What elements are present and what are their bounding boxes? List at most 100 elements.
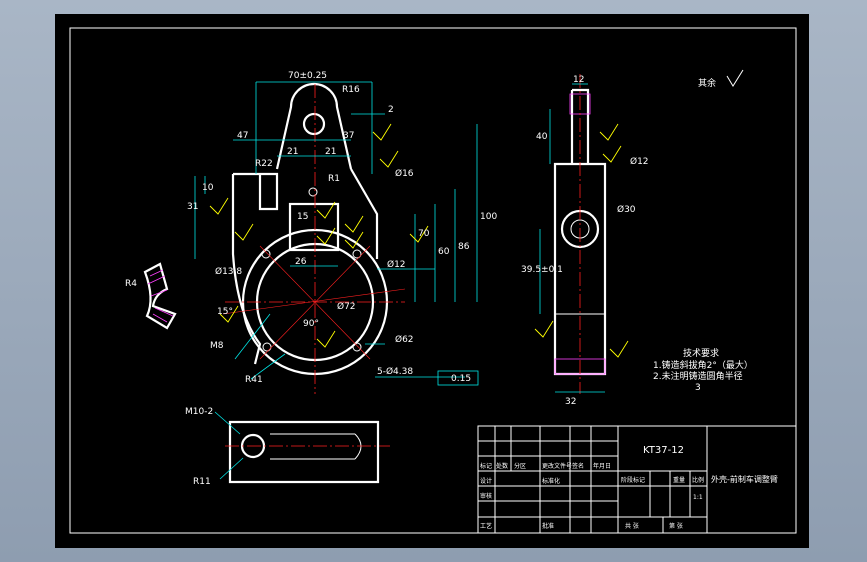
dim-holes: 5-Ø4.38 [377,366,413,377]
dim-37: 37 [343,131,354,141]
mount-hole [262,342,272,352]
roughness-symbol [534,320,554,338]
dim-bore62: Ø62 [395,334,414,345]
surface-finish-note: 其余 [698,77,716,89]
tb-sheet-total: 共 张 [625,522,639,530]
dim-side-39-5: 39.5±0.1 [521,265,563,275]
dim-r1: R1 [328,174,340,184]
roughness-symbol [344,215,364,233]
leader-r41 [250,353,286,380]
tb-sheet-no: 第 张 [669,522,683,530]
dim-31: 31 [187,202,198,212]
part-name: 外壳-前制车调整臂 [711,474,778,484]
lug-hole [302,112,326,136]
mount-hole [352,249,362,259]
leader-r11 [219,457,244,480]
roughness-symbol [372,123,392,141]
tb-standard: 标准化 [542,477,560,485]
dim-angle15: 15° [217,307,233,317]
title-block: KT37-12 外壳-前制车调整臂 标记 处数 分区 更改文件号 签名 年月日 … [477,425,797,534]
dim-r11: R11 [193,477,211,487]
dim-70v: 70 [418,229,430,239]
roughness-symbol [599,123,619,141]
center-window [288,202,340,252]
tb-stage: 阶段标记 [621,476,645,484]
left-body-edge [231,174,262,365]
dim-21a: 21 [287,147,298,157]
construction-ray [259,245,371,360]
tb-date: 年月日 [593,462,611,470]
dim-26: 26 [295,257,307,267]
detail-hatch [147,269,174,323]
tb-mark: 标记 [480,462,492,470]
tb-sign: 签名 [572,462,584,470]
dim-m10: M10-2 [185,407,213,417]
roughness-symbol [209,197,229,215]
left-boss [233,172,279,211]
dim-21b: 21 [325,147,336,157]
roughness-symbol [219,305,239,323]
dim-86: 86 [458,242,470,252]
roughness-symbol [234,223,254,241]
roughness-symbol [409,225,429,243]
tb-approve: 批准 [542,522,554,530]
tb-change-doc: 更改文件号 [542,462,572,470]
drawing-number: KT37-12 [643,445,684,456]
tb-scale-value: 1:1 [693,494,703,501]
mount-hole [352,342,362,352]
bottom-slot [270,433,362,460]
right-body-edge [350,168,379,259]
mount-hole [308,187,318,197]
roughness-symbol [316,227,336,245]
technical-requirements: 技术要求 1.铸造斜拔角2°（最大） 2.未注明铸造圆角半径 3 [653,347,753,393]
construction-ray [222,288,406,315]
side-lug [570,88,590,164]
dim-m8: M8 [210,341,224,351]
tb-craft: 工艺 [480,522,492,530]
tech-req-line-2: 2.未注明铸造圆角半径 [653,370,743,382]
dim-100: 100 [480,212,497,222]
detail-r4: R4 [125,262,177,330]
dim-r41: R41 [245,375,263,385]
dim-15: 15 [297,212,308,222]
dim-side-12: 12 [573,75,584,85]
front-view: 70±0.25 R16 2 47 37 21 21 R22 R1 10 31 1… [187,71,497,394]
roughness-symbol [379,150,399,168]
surface-finish-symbol [726,69,744,87]
dim-tol: 0.15 [451,374,471,384]
title-block-frame [477,425,797,534]
bottom-view: M10-2 R11 [185,407,390,487]
leader-m10 [214,411,241,435]
roughness-symbol [609,340,629,358]
tb-scale: 比例 [692,476,704,484]
roughness-symbol [602,145,622,163]
roughness-symbol [316,201,336,219]
cad-drawing-canvas: 70±0.25 R16 2 47 37 21 21 R22 R1 10 31 1… [69,27,797,534]
dim-r4: R4 [125,279,137,289]
roughness-symbol [344,231,364,249]
dim-side-32: 32 [565,397,576,407]
dim-bore13-8: Ø13.8 [215,266,242,277]
tech-req-line-3: 3 [695,383,701,393]
dim-r16: R16 [342,85,360,95]
dim-side-d30: Ø30 [617,204,636,215]
mount-hole [261,249,271,259]
drawing-sheet: 70±0.25 R16 2 47 37 21 21 R22 R1 10 31 1… [55,14,809,548]
dim-10: 10 [202,183,214,193]
roughness-symbol [316,330,336,348]
dim-2: 2 [388,105,394,115]
tb-checker: 审核 [480,492,492,500]
tech-req-heading: 技术要求 [683,347,719,359]
tb-designer: 设计 [480,477,492,485]
lug-outline [275,82,353,170]
tb-count: 处数 [496,462,508,470]
tb-zone: 分区 [514,462,526,470]
dim-side-bore12: Ø12 [630,156,649,167]
drawing-border [69,27,797,534]
dim-70: 70±0.25 [288,71,327,81]
tech-req-line-1: 1.铸造斜拔角2°（最大） [653,359,753,371]
tb-weight: 重量 [673,476,685,484]
dim-angle90: 90° [303,319,319,329]
side-view: 12 40 Ø12 Ø30 39.5±0.1 32 [521,74,649,407]
leader-m8 [234,313,271,360]
